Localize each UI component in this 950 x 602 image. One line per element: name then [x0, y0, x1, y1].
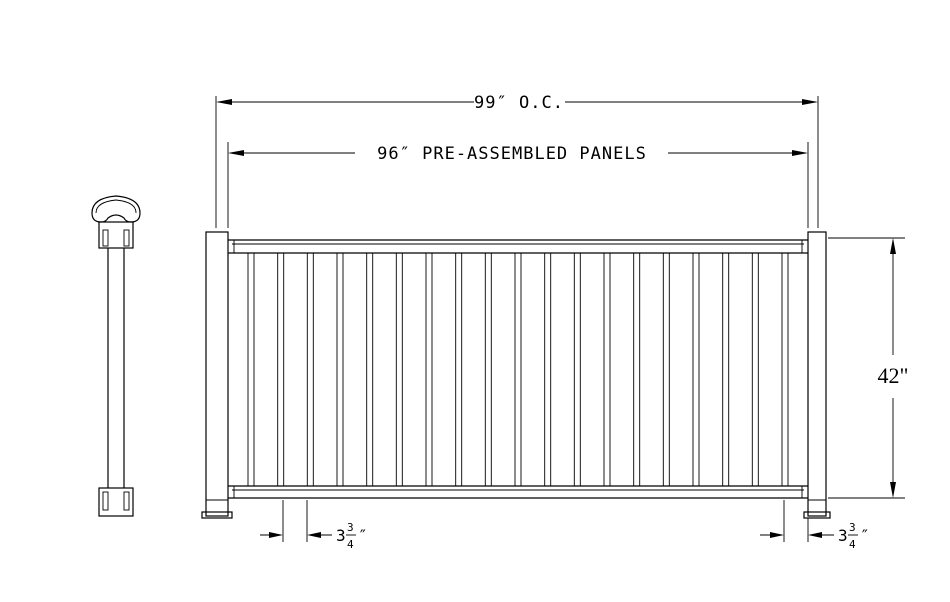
right-post — [807, 231, 827, 517]
picket — [514, 252, 522, 487]
dimension-on-center: 99″ O.C. — [215, 93, 819, 228]
railing-front-elevation — [201, 231, 831, 519]
height-label: 42" — [878, 363, 909, 388]
picket — [692, 252, 700, 487]
right-gap-whole: 3 — [838, 526, 848, 545]
dimension-right-end-gap: 3 3 4 ″ — [760, 500, 870, 551]
left-gap-whole: 3 — [336, 526, 346, 545]
picket — [395, 252, 403, 487]
top-rail — [227, 239, 809, 254]
right-gap-inch-mark: ″ — [860, 526, 870, 545]
left-post — [205, 231, 229, 517]
picket — [573, 252, 581, 487]
on-center-label: 99″ O.C. — [474, 93, 564, 113]
bottom-rail — [227, 485, 809, 499]
dimension-height: 42" — [828, 237, 909, 499]
left-gap-inch-mark: ″ — [358, 526, 368, 545]
picket — [751, 252, 759, 487]
left-gap-denominator: 4 — [347, 538, 354, 551]
picket — [662, 252, 670, 487]
post-side-profile — [91, 195, 141, 517]
dimension-left-end-gap: 3 3 4 ″ — [260, 500, 368, 551]
picket — [306, 252, 314, 487]
picket — [455, 252, 463, 487]
picket — [633, 252, 641, 487]
right-gap-denominator: 4 — [849, 538, 856, 551]
picket — [277, 252, 285, 487]
panel-length-label: 96″ PRE-ASSEMBLED PANELS — [377, 144, 647, 164]
picket — [722, 252, 730, 487]
pickets — [247, 252, 789, 487]
picket — [781, 252, 789, 487]
picket — [425, 252, 433, 487]
picket — [247, 252, 255, 487]
picket — [366, 252, 374, 487]
picket — [484, 252, 492, 487]
picket — [544, 252, 552, 487]
left-gap-numerator: 3 — [347, 521, 354, 534]
dimension-panel-length: 96″ PRE-ASSEMBLED PANELS — [227, 142, 809, 228]
right-gap-numerator: 3 — [849, 521, 856, 534]
picket — [336, 252, 344, 487]
picket — [603, 252, 611, 487]
